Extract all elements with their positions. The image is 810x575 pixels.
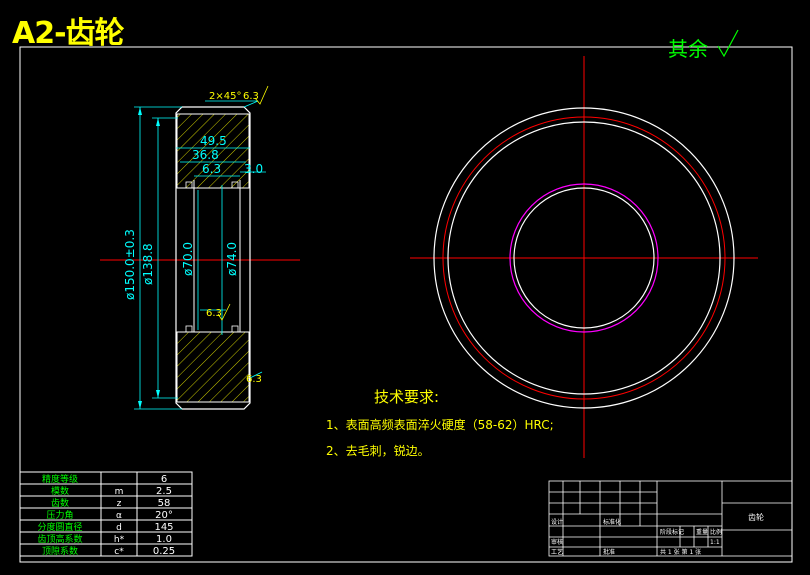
roughness-bore-value: 6.3 — [206, 308, 222, 319]
param-value: 145 — [154, 522, 173, 533]
roughness-bore-icon — [217, 303, 231, 321]
tech-req-heading: 技术要求: — [374, 388, 439, 406]
roughness-top-icon — [254, 85, 269, 105]
param-label: 齿顶高系数 — [37, 533, 82, 545]
param-symbol: α — [116, 511, 122, 521]
param-symbol: m — [115, 487, 124, 497]
dia-outer-dim: ø150.0±0.3 — [123, 229, 137, 300]
title-block — [548, 480, 793, 557]
tb-stage-mark: 阶段标记 — [660, 528, 684, 536]
tb-scale-value: 1:1 — [710, 539, 720, 546]
param-label: 模数 — [51, 485, 69, 497]
tb-process: 工艺 — [551, 548, 563, 556]
roughness-note: 其余 — [668, 37, 708, 61]
chamfer-dim: 2×45° — [209, 91, 241, 102]
param-value: 20° — [155, 510, 173, 521]
sheet-frame — [19, 46, 793, 563]
params-table: 精度等级 6 模数 m 2.5 齿数 z 58 压力角 α 20° 分度圆直径 … — [19, 471, 193, 557]
drawing-title: A2-齿轮 — [12, 16, 125, 51]
roughness-side-value: 6.3 — [246, 374, 262, 385]
param-value: 6 — [161, 474, 167, 485]
param-label: 顶隙系数 — [42, 545, 78, 557]
tb-weight: 重量 — [696, 528, 708, 536]
tb-scale: 比例 — [710, 528, 722, 536]
title-block-text: 设计 标准化 审核 工艺 批准 阶段标记 重量 比例 1:1 共 1 张 第 1… — [551, 512, 764, 556]
pitch-circle — [442, 116, 726, 400]
param-label: 精度等级 — [42, 473, 78, 485]
tb-sheets: 共 1 张 第 1 张 — [660, 548, 701, 556]
param-label: 分度圆直径 — [37, 521, 82, 533]
section-view: 2×45° 6.3 49.5 36.8 6.3 3.0 6.3 6.3 ø150… — [100, 85, 300, 410]
width-outer-dim: 49.5 — [200, 134, 227, 148]
front-view — [410, 56, 758, 458]
param-value: 58 — [158, 498, 171, 509]
dia-bore-dim: ø70.0 — [181, 242, 195, 276]
param-label: 齿数 — [51, 497, 69, 509]
tech-req-item-1: 1、表面高频表面淬火硬度（58-62）HRC; — [326, 417, 554, 432]
bore-circle — [513, 187, 655, 329]
roughness-top-value: 6.3 — [243, 91, 259, 102]
tb-part-name: 齿轮 — [748, 512, 764, 522]
hatch-bottom — [176, 331, 250, 403]
param-symbol: d — [116, 523, 122, 533]
tb-review: 审核 — [551, 538, 563, 546]
param-label: 压力角 — [46, 509, 73, 521]
tip-circle — [433, 107, 735, 409]
param-value: 1.0 — [156, 534, 172, 545]
fillet-dim: 3.0 — [244, 162, 263, 176]
tb-design: 设计 — [551, 518, 563, 526]
gear-outline — [175, 106, 251, 410]
hub-circle — [509, 183, 659, 333]
param-symbol: c* — [114, 547, 124, 557]
width-inner-dim: 6.3 — [202, 162, 221, 176]
tech-req-item-2: 2、去毛刺，锐边。 — [326, 444, 430, 458]
root-circle — [447, 121, 721, 395]
dia-hub-dim: ø74.0 — [225, 242, 239, 276]
tb-approve: 批准 — [603, 548, 615, 556]
tech-requirements: 技术要求: 1、表面高频表面淬火硬度（58-62）HRC; 2、去毛刺，锐边。 — [326, 388, 554, 458]
dia-root-dim: ø138.8 — [141, 243, 155, 285]
param-value: 0.25 — [153, 546, 175, 557]
width-mid-dim: 36.8 — [192, 148, 219, 162]
param-symbol: h* — [114, 535, 125, 545]
tb-standard: 标准化 — [603, 518, 621, 526]
param-value: 2.5 — [156, 486, 172, 497]
param-symbol: z — [117, 499, 122, 509]
roughness-symbol-icon — [717, 29, 739, 58]
